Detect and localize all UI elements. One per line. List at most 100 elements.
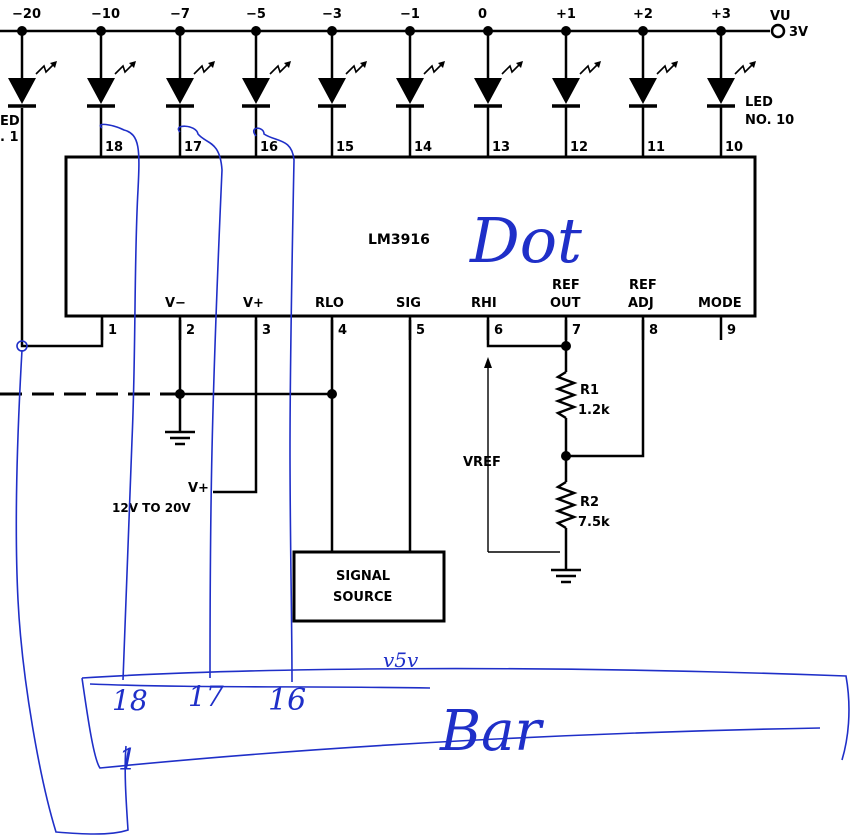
led-9: +2 — [629, 7, 678, 157]
led-2: −10 — [87, 7, 136, 157]
led-level-label: −20 — [12, 7, 41, 22]
pin8-ref-adj-wire — [566, 320, 645, 458]
led-3: −7 — [166, 7, 215, 157]
r1-name: R1 — [580, 383, 599, 398]
light-emission-icon — [501, 63, 521, 75]
ground-symbol-2 — [551, 568, 581, 584]
hand-pin16-label: 16 — [268, 683, 306, 718]
top-pin-number: 11 — [647, 140, 665, 155]
hand-bar-box — [81, 667, 850, 769]
light-emission-icon — [656, 63, 676, 75]
led-level-label: −10 — [91, 7, 120, 22]
light-emission-icon — [734, 63, 754, 75]
top-pin-number: 14 — [414, 140, 432, 155]
resistor-r1 — [554, 370, 578, 420]
led-diode-icon — [396, 78, 424, 104]
led-level-label: +3 — [711, 7, 731, 22]
bottom-pin-number: 8 — [649, 323, 658, 338]
pin-label-ref-out-1: REF — [552, 278, 580, 293]
led-6: −1 — [396, 7, 445, 157]
light-emission-icon — [423, 63, 443, 75]
light-emission-icon — [35, 63, 55, 75]
resistor-r2 — [554, 480, 578, 530]
vref-label: VREF — [463, 455, 501, 470]
led-diode-icon — [318, 78, 346, 104]
junction-pin2-ground — [175, 389, 185, 399]
vu-label: VU — [770, 9, 791, 24]
bottom-pin-number: 7 — [572, 323, 581, 338]
top-pin-number: 16 — [260, 140, 278, 155]
supply-range: 12V TO 20V — [112, 501, 191, 515]
pin-label-rlo: RLO — [315, 296, 344, 311]
bottom-pin-number: 5 — [416, 323, 425, 338]
hand-bar-label: Bar — [439, 699, 545, 764]
led-level-label: −1 — [400, 7, 420, 22]
hand-dot-label: Dot — [469, 204, 582, 277]
led-level-label: −7 — [170, 7, 190, 22]
top-pin-number: 15 — [336, 140, 354, 155]
top-pin-number: 12 — [570, 140, 588, 155]
led-diode-icon — [552, 78, 580, 104]
led-8: +1 — [552, 7, 601, 157]
led-10: +3 — [707, 7, 756, 157]
supply-label: V+ — [188, 481, 209, 496]
vu-terminal — [770, 23, 786, 39]
hand-wire-1 — [15, 349, 129, 835]
led-level-label: −5 — [246, 7, 266, 22]
pin-label-mode: MODE — [698, 296, 742, 311]
light-emission-icon — [269, 63, 289, 75]
hand-wire-16 — [253, 127, 295, 683]
pin-label-rhi: RHI — [471, 296, 497, 311]
ground-symbol-1 — [165, 430, 195, 446]
led-level-label: +1 — [556, 7, 576, 22]
led-level-label: −3 — [322, 7, 342, 22]
led-diode-icon — [629, 78, 657, 104]
light-emission-icon — [114, 63, 134, 75]
vu-value: 3V — [789, 25, 808, 40]
lm3916-chip — [64, 155, 757, 318]
led-first-label-2: . 1 — [0, 130, 19, 145]
hand-pin17-label: 17 — [188, 680, 224, 713]
r2-value: 7.5k — [578, 515, 610, 530]
hand-bar-box-inner — [89, 683, 431, 689]
hand-wire-18 — [99, 123, 140, 681]
pin6-rhi-wire — [486, 320, 566, 348]
hand-wire-17 — [177, 125, 223, 679]
junction-ref-out — [561, 341, 571, 351]
led-diode-icon — [474, 78, 502, 104]
bottom-pin-number: 1 — [108, 323, 117, 338]
led-diode-icon — [242, 78, 270, 104]
top-pin-number: 10 — [725, 140, 743, 155]
top-pin-number: 18 — [105, 140, 123, 155]
pin-label-ref-adj-1: REF — [629, 278, 657, 293]
bottom-pin-number: 2 — [186, 323, 195, 338]
led-7: 0 — [474, 7, 523, 157]
pin-label-vplus: V+ — [243, 296, 264, 311]
r2-name: R2 — [580, 495, 599, 510]
signal-source-box — [292, 550, 446, 623]
top-pin-number: 13 — [492, 140, 510, 155]
led-level-label: 0 — [478, 7, 487, 22]
led-diode-icon — [8, 78, 36, 104]
pin-label-sig: SIG — [396, 296, 421, 311]
led-first-label-1: ED — [0, 114, 20, 129]
pin-label-ref-adj-2: ADJ — [628, 296, 654, 311]
hand-v5v-label: v5v — [383, 648, 419, 672]
led-diode-icon — [166, 78, 194, 104]
signal-source-label-2: SOURCE — [333, 590, 392, 605]
led-last-label-2: NO. 10 — [745, 113, 794, 128]
junction-rlo-ground — [327, 389, 337, 399]
handwritten-annotations: Dot Bar v5v 18 17 16 1 — [15, 123, 850, 835]
led-5: −3 — [318, 7, 367, 157]
led-1: −20 — [8, 7, 57, 108]
bottom-pin-number: 3 — [262, 323, 271, 338]
vref-arrowhead — [484, 357, 492, 368]
led-level-label: +2 — [633, 7, 653, 22]
bottom-pin-number: 6 — [494, 323, 503, 338]
led-4: −5 — [242, 7, 291, 157]
hand-pin1-label: 1 — [118, 743, 137, 778]
